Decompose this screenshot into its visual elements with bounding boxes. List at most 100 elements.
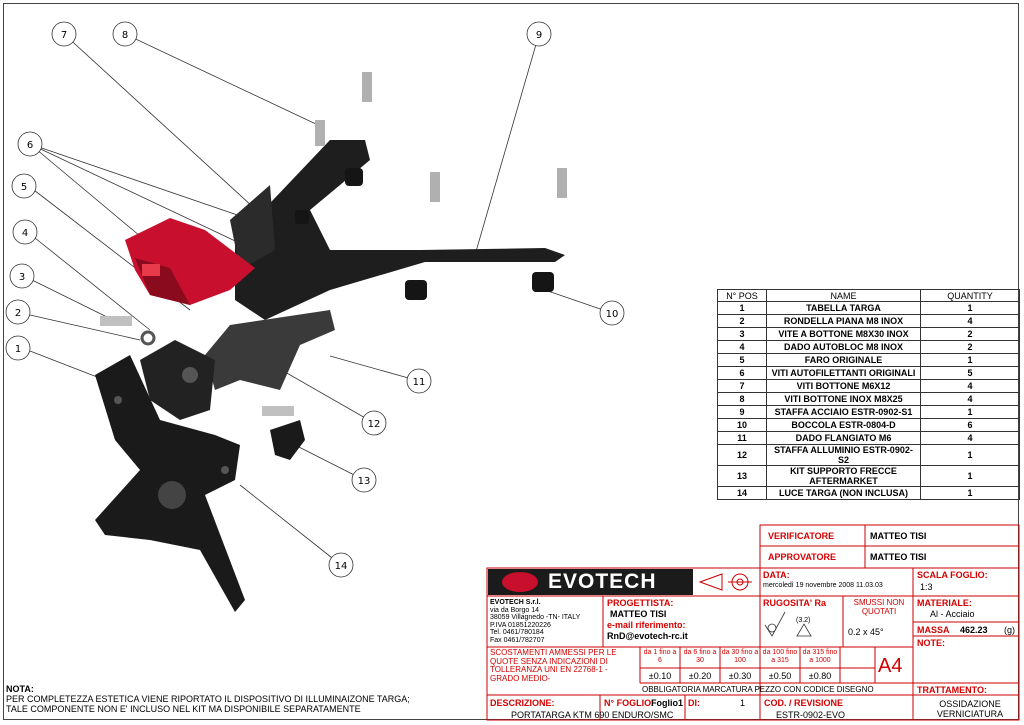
part-pos: 10: [717, 418, 767, 432]
title-block-grid: [486, 524, 1020, 721]
cod-value: ESTR-0902-EVO: [776, 710, 846, 720]
column-header-name: NAME: [766, 289, 921, 302]
projection-symbol-icon: [698, 573, 752, 591]
part-pos: 4: [717, 340, 767, 354]
company-street: via da Borgo 14: [490, 606, 540, 614]
progettista-name: MATTEO TISI: [610, 609, 667, 619]
part-pos: 3: [717, 327, 767, 341]
nota-label: NOTA:: [6, 684, 34, 694]
part-quantity: 1: [920, 353, 1020, 367]
verificatore-name: MATTEO TISI: [870, 531, 927, 541]
trattamento-label: TRATTAMENTO:: [917, 685, 987, 695]
part-name: KIT SUPPORTO FRECCE AFTERMARKET: [766, 465, 921, 487]
rugosita-label: RUGOSITA' Ra: [763, 598, 826, 608]
callout-3: 3: [19, 272, 25, 283]
part-quantity: 2: [920, 340, 1020, 354]
part-quantity: 5: [920, 366, 1020, 380]
callout-8: 8: [122, 30, 128, 41]
nota-line-2: TALE COMPONENTE NON E' INCLUSO NEL KIT M…: [6, 704, 361, 714]
note-label: NOTE:: [917, 638, 945, 648]
aluminium-bracket: [140, 310, 335, 420]
approvatore-label: APPROVATORE: [768, 552, 837, 562]
part-name: DADO FLANGIATO M6: [766, 431, 921, 445]
callout-11: 11: [413, 377, 426, 388]
leader-lines: [29, 33, 613, 566]
trattamento-value: OSSIDAZIONE VERNICIATURA: [936, 699, 1004, 719]
company-address: EVOTECH S.r.l. via da Borgo 14 38059 Vil…: [490, 599, 580, 644]
part-name: STAFFA ACCIAIO ESTR-0902-S1: [766, 405, 921, 419]
tol-head-3: da 30 fino a 100: [721, 649, 759, 664]
tol-value-1: ±0.10: [648, 671, 672, 681]
company-name: EVOTECH S.r.l.: [490, 599, 541, 606]
part-name: FARO ORIGINALE: [766, 353, 921, 367]
massa-unit: (g): [1004, 625, 1015, 635]
part-pos: 1: [717, 301, 767, 315]
column-header-quantity: QUANTITY: [920, 289, 1020, 302]
part-name: VITI BOTTONE INOX M8X25: [766, 392, 921, 406]
company-city: 38059 Villagnedo -TN- ITALY: [490, 614, 581, 621]
scala-value: 1:3: [920, 582, 933, 592]
part-pos: 13: [717, 465, 767, 487]
smussi-label: SMUSSI NON QUOTATI: [853, 598, 905, 616]
part-quantity: 1: [920, 301, 1020, 315]
smussi-value: 0.2 x 45°: [848, 627, 884, 637]
tol-head-4: da 100 fino a 315: [762, 649, 798, 664]
company-logo: EVOTECH: [548, 570, 657, 593]
bolts: [100, 72, 567, 416]
company-phone: Tel. 0461/780184: [490, 629, 544, 636]
logo-mark: [502, 572, 538, 592]
tol-head-2: da 6 fino a 30: [683, 649, 717, 664]
part-name: RONDELLA PIANA M8 INOX: [766, 314, 921, 328]
foglio-value: Foglio1: [651, 698, 683, 708]
column-header-pos: N° POS: [717, 289, 767, 302]
foglio-label: N° FOGLIO:: [604, 698, 655, 708]
part-pos: 11: [717, 431, 767, 445]
callout-4: 4: [22, 228, 28, 239]
tol-head-1: da 1 fino a 6: [643, 649, 677, 664]
materiale-value: Al - Acciaio: [930, 609, 975, 619]
part-name: TABELLA TARGA: [766, 301, 921, 315]
part-name: STAFFA ALLUMINIO ESTR-0902-S2: [766, 444, 921, 466]
scala-label: SCALA FOGLIO:: [917, 570, 988, 580]
data-label: DATA:: [763, 570, 790, 580]
di-value: 1: [740, 698, 746, 708]
callout-12: 12: [368, 419, 381, 430]
part-pos: 7: [717, 379, 767, 393]
roughness-symbol-icon: [764, 611, 812, 637]
marking-note: OBBLIGATORIA MARCATURA PEZZO CON CODICE …: [642, 685, 874, 694]
part-pos: 2: [717, 314, 767, 328]
sheet-format: A4: [878, 655, 903, 677]
nota-line-1: PER COMPLETEZZA ESTETICA VIENE RIPORTATO…: [6, 694, 410, 704]
scostamenti-text: SCOSTAMENTI AMMESSI PER LE QUOTE SENZA I…: [490, 648, 617, 683]
callout-14: 14: [335, 561, 348, 572]
callout-7: 7: [61, 30, 67, 41]
part-name: VITE A BOTTONE M8X30 INOX: [766, 327, 921, 341]
massa-value: 462.23: [960, 625, 988, 635]
steel-bracket: [230, 140, 565, 320]
license-plate-holder: [95, 355, 245, 612]
tol-value-4: ±0.50: [768, 671, 792, 681]
verificatore-label: VERIFICATORE: [768, 531, 835, 541]
callout-5: 5: [21, 182, 27, 193]
part-pos: 5: [717, 353, 767, 367]
tol-head-5: da 315 fino a 1000: [802, 649, 838, 664]
part-name: VITI AUTOFILETTANTI ORIGINALI: [766, 366, 921, 380]
cod-label: COD. / REVISIONE: [764, 698, 844, 708]
part-pos: 6: [717, 366, 767, 380]
massa-label: MASSA: [917, 625, 950, 635]
